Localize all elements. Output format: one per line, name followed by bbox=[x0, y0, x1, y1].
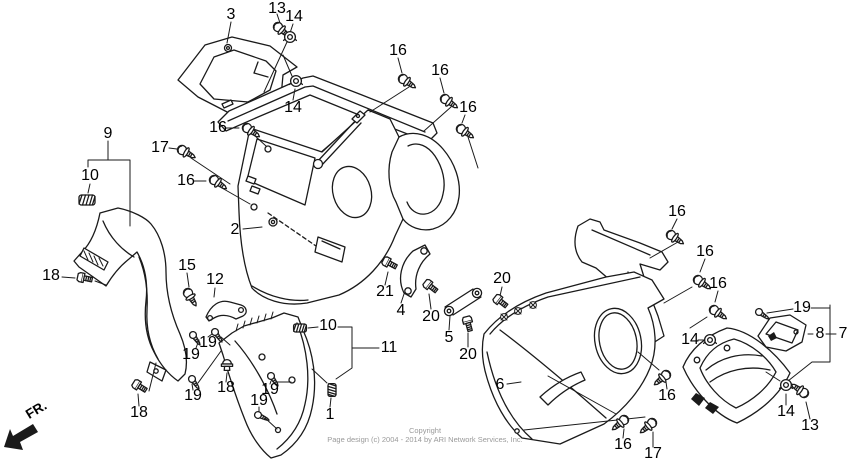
callout-18-13: 18 bbox=[42, 267, 60, 284]
leader-line bbox=[308, 327, 379, 379]
callout-12-15: 12 bbox=[206, 271, 224, 288]
bolt-18 bbox=[130, 378, 150, 395]
callout-16-35: 16 bbox=[709, 275, 727, 292]
leader-line bbox=[259, 369, 331, 429]
bolt-20 bbox=[421, 277, 440, 296]
screw-16 bbox=[663, 227, 688, 249]
callout-20-21: 20 bbox=[493, 270, 511, 287]
nut-14 bbox=[282, 30, 298, 44]
callout-20-18: 20 bbox=[422, 308, 440, 325]
leader-line bbox=[227, 14, 295, 100]
callout-14-39: 14 bbox=[681, 331, 699, 348]
copyright-line-2: Page design (c) 2004 - 2014 by ARI Netwo… bbox=[327, 435, 523, 444]
part-5-link-arm bbox=[444, 288, 481, 315]
callout-6-32: 6 bbox=[495, 376, 505, 393]
copyright-line-1: Copyright bbox=[408, 426, 442, 435]
callout-8-37: 8 bbox=[815, 325, 825, 342]
callout-11-22: 11 bbox=[380, 339, 398, 356]
callout-19-30: 19 bbox=[261, 381, 279, 398]
fr-direction-arrow bbox=[4, 424, 38, 450]
part-9-left-side-cover bbox=[74, 208, 186, 381]
part-4-bracket bbox=[401, 245, 430, 297]
callout-17-42: 17 bbox=[644, 445, 662, 462]
callout-16-4: 16 bbox=[389, 42, 407, 59]
leader-line bbox=[698, 340, 810, 419]
screw-16 bbox=[453, 121, 478, 143]
callout-14-3: 14 bbox=[284, 99, 302, 116]
screw-15 bbox=[180, 285, 202, 310]
callout-16-33: 16 bbox=[668, 203, 686, 220]
callout-10-23: 10 bbox=[319, 317, 337, 334]
part-12-bracket bbox=[206, 301, 246, 321]
callout-16-34: 16 bbox=[696, 243, 714, 260]
callout-13-1: 13 bbox=[268, 0, 286, 17]
nut-14 bbox=[702, 333, 718, 347]
part-8-latch-bracket bbox=[758, 315, 806, 351]
callout-16-9: 16 bbox=[177, 172, 195, 189]
callout-15-14: 15 bbox=[178, 257, 196, 274]
bolt-21 bbox=[380, 255, 400, 272]
leader-line bbox=[169, 128, 266, 204]
screw-16 bbox=[395, 71, 420, 93]
leader-line bbox=[385, 272, 521, 384]
callout-9-10: 9 bbox=[103, 125, 113, 142]
callout-20-20: 20 bbox=[459, 346, 477, 363]
callout-16-41: 16 bbox=[614, 436, 632, 453]
callout-21-16: 21 bbox=[376, 283, 394, 300]
leader-line bbox=[88, 141, 130, 226]
nut-14 bbox=[778, 378, 794, 392]
leader-line bbox=[524, 352, 667, 447]
callout-18-28: 18 bbox=[217, 379, 235, 396]
nut-14 bbox=[288, 74, 304, 88]
clip-10 bbox=[78, 194, 96, 206]
callout-19-26: 19 bbox=[182, 346, 200, 363]
callout-19-27: 19 bbox=[184, 387, 202, 404]
decal-graphics bbox=[501, 302, 537, 321]
callout-2-12: 2 bbox=[230, 221, 240, 238]
callout-17-8: 17 bbox=[151, 139, 169, 156]
leader-lines bbox=[62, 14, 836, 447]
callout-4-17: 4 bbox=[396, 302, 406, 319]
leader-line bbox=[650, 219, 718, 328]
clip-1 bbox=[327, 383, 337, 397]
callout-10-11: 10 bbox=[81, 167, 99, 184]
part-2-middle-inner-cowl bbox=[238, 110, 459, 304]
callout-16-6: 16 bbox=[459, 99, 477, 116]
part-6-lower-right-cowl bbox=[482, 272, 664, 444]
callout-16-40: 16 bbox=[658, 387, 676, 404]
screw-16 bbox=[650, 367, 674, 390]
callout-18-29: 18 bbox=[130, 404, 148, 421]
leader-line bbox=[767, 305, 836, 381]
callout-19-36: 19 bbox=[793, 299, 811, 316]
callout-1-24: 1 bbox=[325, 406, 335, 423]
screw-16 bbox=[706, 302, 731, 324]
callout-7-38: 7 bbox=[838, 325, 848, 342]
part-7-right-side-panel bbox=[683, 328, 790, 423]
leader-line bbox=[62, 227, 262, 297]
screw-17 bbox=[174, 142, 199, 163]
leader-line bbox=[370, 58, 478, 168]
bolt-20 bbox=[491, 292, 510, 311]
callout-19-25: 19 bbox=[199, 334, 217, 351]
callout-14-2: 14 bbox=[285, 8, 303, 25]
callout-19-31: 19 bbox=[250, 392, 268, 409]
callout-3-0: 3 bbox=[226, 6, 236, 23]
callout-16-5: 16 bbox=[431, 62, 449, 79]
clip-10 bbox=[293, 323, 307, 333]
callout-14-43: 14 bbox=[777, 403, 795, 420]
callout-16-7: 16 bbox=[209, 119, 227, 136]
callout-13-44: 13 bbox=[801, 417, 819, 434]
bolt-20 bbox=[461, 314, 476, 333]
callout-5-19: 5 bbox=[444, 329, 454, 346]
screw-17 bbox=[636, 415, 660, 438]
part-11-lower-center-cowl bbox=[219, 312, 315, 458]
screw-13 bbox=[787, 379, 812, 401]
